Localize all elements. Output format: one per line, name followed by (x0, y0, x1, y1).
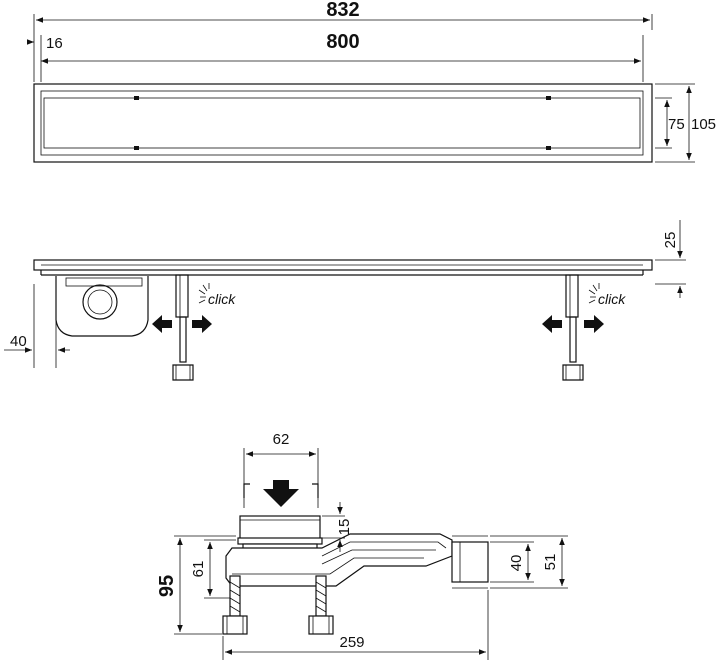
grate-bracket (243, 483, 319, 498)
dim-label-800: 800 (326, 31, 359, 53)
click-label-left: click (208, 291, 236, 307)
dim-label-25: 25 (662, 232, 679, 249)
dimension-15: 15 (322, 502, 353, 552)
dim-label-40: 40 (10, 333, 27, 350)
dim-label-61: 61 (190, 561, 207, 578)
outlet-pipe-circle (82, 284, 118, 320)
arrow-right-icon (192, 315, 212, 333)
clip-marker (546, 96, 551, 100)
dimension-outlet-40: 40 (490, 541, 534, 583)
section-leg-left (222, 575, 248, 635)
section-view: 62 (156, 431, 568, 660)
dim-label-95: 95 (156, 575, 178, 597)
dim-label-832: 832 (326, 0, 359, 21)
support-leg-left (172, 274, 194, 381)
dimension-61: 61 (190, 539, 236, 599)
dim-label-259: 259 (339, 634, 364, 651)
dimension-16: 16 (26, 30, 63, 82)
side-grate (33, 259, 653, 271)
dimension-259: 259 (222, 590, 489, 660)
top-view: 832 16 800 75 (26, 0, 716, 163)
dim-label-16: 16 (46, 35, 63, 52)
outlet-pipe (451, 541, 489, 583)
dim-label-62: 62 (273, 431, 290, 448)
dimension-95: 95 (156, 535, 236, 635)
dimension-outlet-51: 51 (490, 535, 568, 589)
outlet-collar (65, 277, 143, 287)
dimension-62: 62 (243, 431, 319, 508)
dim-label-outlet-51: 51 (542, 554, 559, 571)
section-leg-right (308, 575, 334, 635)
click-burst-icon (588, 283, 600, 304)
dim-label-outlet-40: 40 (508, 555, 525, 572)
side-view: click click 25 (4, 220, 686, 381)
arrow-left-icon (542, 315, 562, 333)
dimension-800: 800 (41, 31, 644, 82)
click-label-right: click (598, 291, 626, 307)
dim-label-105: 105 (691, 116, 716, 133)
drain-grate-frame (40, 90, 644, 156)
dimension-40: 40 (4, 284, 70, 368)
dim-label-15: 15 (336, 519, 353, 536)
dimension-25: 25 (655, 220, 686, 298)
arrow-left-icon (152, 315, 172, 333)
dimension-105: 105 (655, 83, 716, 163)
clip-marker (546, 146, 551, 150)
outlet-housing (55, 276, 149, 337)
dim-label-75: 75 (668, 116, 685, 133)
support-leg-right (562, 274, 584, 381)
clip-marker (134, 146, 139, 150)
click-burst-icon (198, 283, 210, 304)
clip-marker (134, 96, 139, 100)
arrow-down-icon (263, 489, 299, 507)
drain-outer-frame (33, 83, 653, 163)
dimension-75: 75 (655, 97, 685, 149)
arrow-right-icon (584, 315, 604, 333)
drain-grate (43, 97, 641, 149)
dimension-832: 832 (33, 0, 653, 30)
